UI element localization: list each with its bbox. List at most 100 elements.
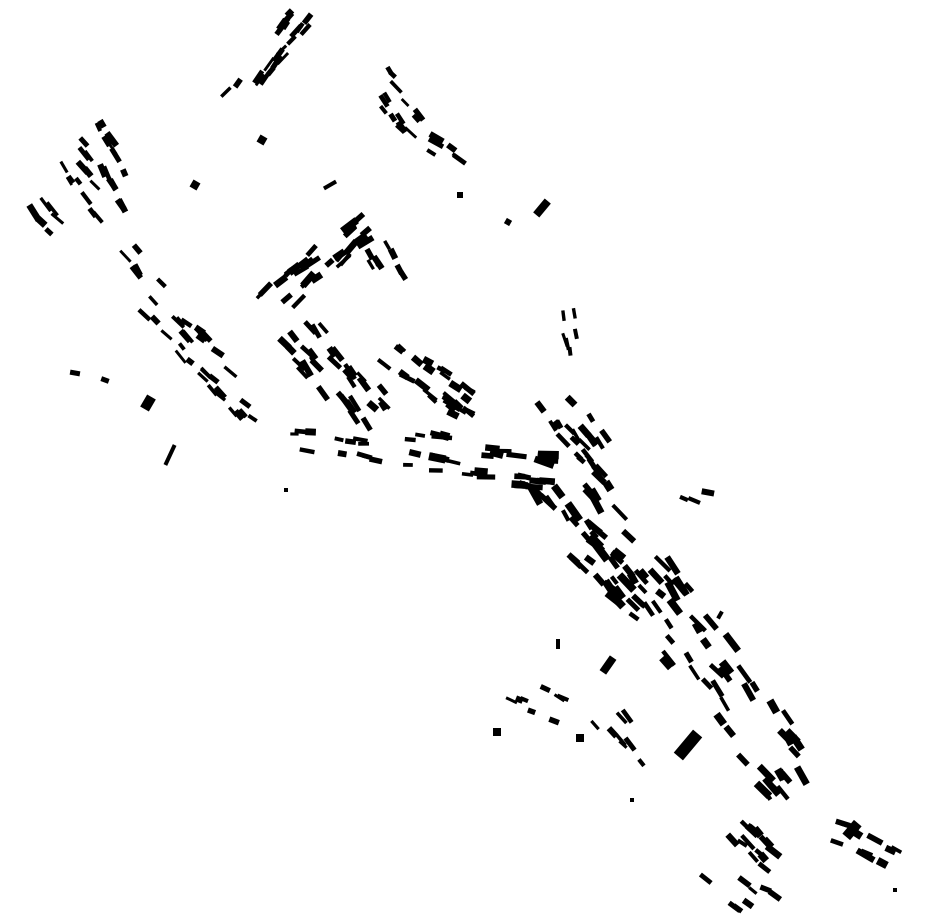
building (387, 247, 399, 261)
building (371, 254, 385, 271)
building (764, 843, 783, 860)
building (679, 494, 689, 503)
building (599, 428, 613, 444)
building (653, 554, 672, 573)
building (45, 201, 59, 217)
building (303, 320, 318, 336)
building (582, 485, 601, 504)
building (376, 383, 389, 396)
building (552, 419, 563, 430)
building (623, 736, 637, 752)
building (210, 346, 225, 359)
building (116, 198, 129, 214)
building (129, 264, 144, 280)
building (94, 122, 102, 132)
building (89, 179, 101, 191)
building (287, 264, 299, 276)
building (855, 847, 876, 863)
building (177, 342, 186, 351)
building (156, 277, 167, 289)
building (586, 412, 596, 423)
building (296, 365, 309, 380)
building (356, 235, 375, 250)
building (197, 371, 209, 383)
building (342, 238, 359, 256)
building (83, 149, 94, 163)
building (366, 259, 375, 271)
building (131, 243, 143, 255)
building (699, 636, 712, 650)
building (171, 314, 186, 329)
building (326, 354, 343, 370)
building (413, 377, 431, 393)
building (338, 393, 354, 412)
building (609, 550, 625, 565)
building (647, 567, 665, 586)
building (356, 371, 367, 383)
building (149, 314, 161, 326)
building (403, 126, 418, 139)
building (299, 447, 315, 455)
building (503, 217, 513, 227)
building (588, 533, 605, 549)
building (65, 176, 73, 186)
building (570, 428, 582, 443)
building (428, 452, 447, 464)
building (254, 73, 266, 87)
building (274, 24, 286, 37)
building (35, 215, 48, 228)
building (571, 307, 577, 319)
building (576, 454, 586, 465)
building (195, 333, 207, 344)
building (758, 834, 772, 849)
building (633, 568, 649, 586)
building (324, 257, 335, 268)
building (212, 389, 227, 402)
building (781, 709, 795, 726)
building (741, 682, 757, 702)
building (233, 409, 245, 421)
building (661, 649, 676, 667)
building (589, 529, 599, 540)
building (637, 583, 648, 595)
building (566, 552, 581, 566)
building (368, 456, 383, 465)
building (747, 850, 760, 863)
building (583, 554, 597, 566)
building (591, 465, 605, 481)
building (534, 487, 550, 504)
building (688, 664, 701, 681)
building (174, 349, 187, 364)
building (286, 34, 297, 46)
building (378, 94, 390, 108)
building (352, 436, 368, 444)
building (414, 432, 426, 438)
building (334, 436, 344, 443)
building (347, 408, 361, 425)
building (789, 734, 805, 752)
building (620, 708, 634, 724)
building (794, 765, 810, 786)
building (569, 435, 581, 446)
building (673, 729, 703, 761)
building (464, 385, 476, 395)
building (756, 763, 776, 784)
building (256, 134, 268, 146)
building (585, 432, 600, 447)
building (358, 441, 370, 446)
building (702, 613, 719, 631)
building (893, 888, 897, 892)
building (639, 568, 650, 579)
building (606, 726, 619, 739)
building (683, 651, 694, 664)
building (436, 365, 447, 374)
building (26, 203, 42, 222)
building (775, 784, 790, 801)
building (442, 393, 461, 408)
building (252, 69, 265, 85)
building (428, 468, 443, 473)
building (580, 530, 592, 543)
building (599, 655, 617, 675)
building (258, 73, 270, 86)
